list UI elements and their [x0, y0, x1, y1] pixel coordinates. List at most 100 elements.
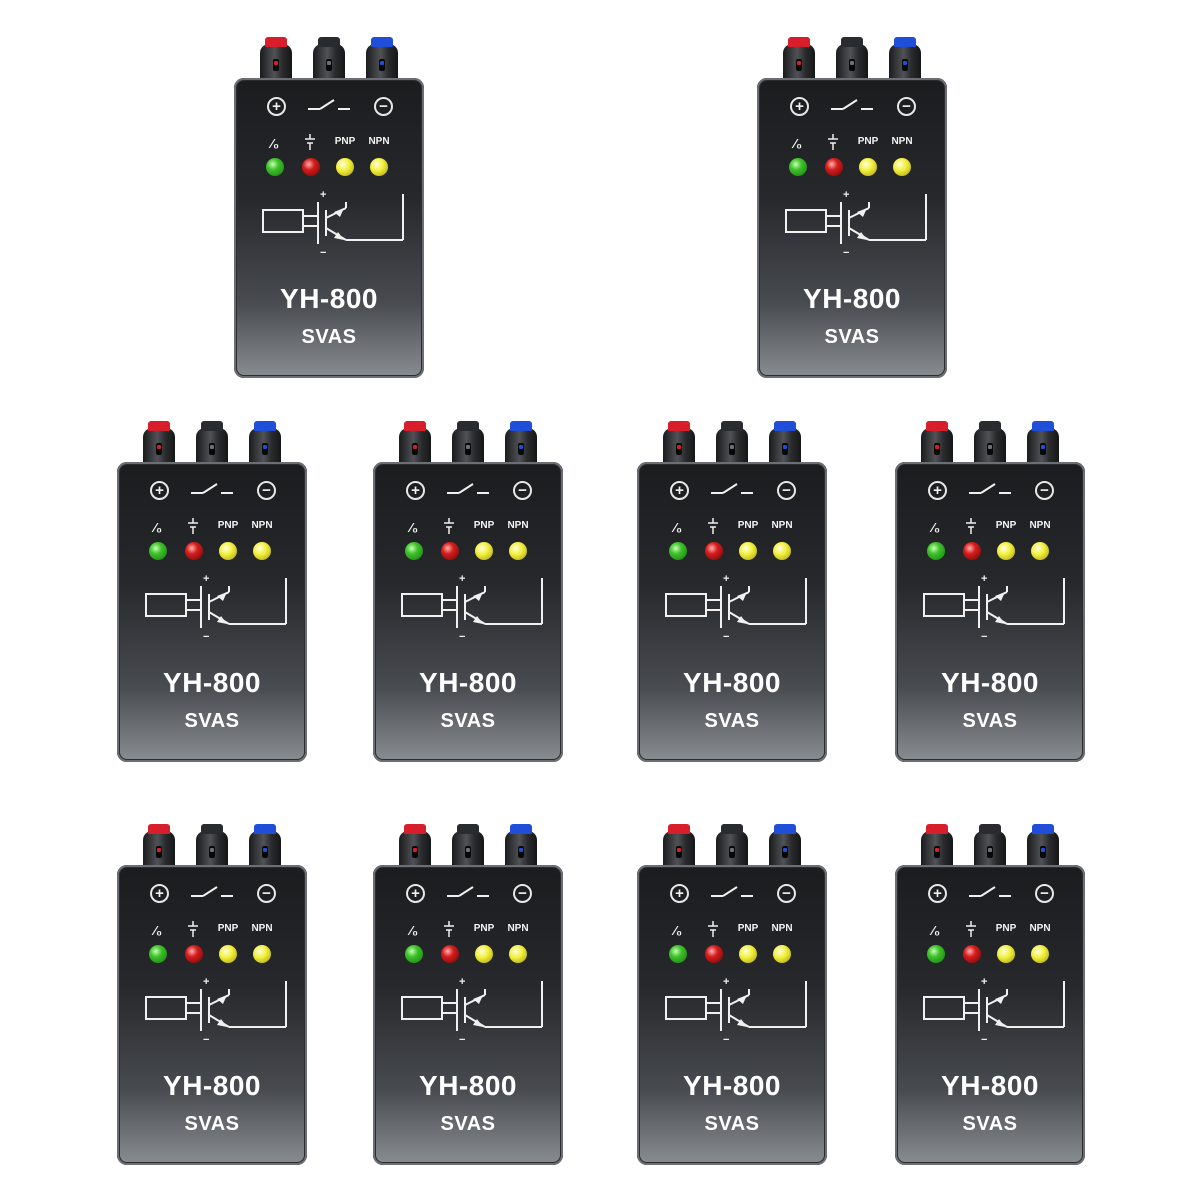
- plus-terminal-icon: +: [267, 97, 286, 116]
- transistor-circuit-icon: + −: [145, 573, 287, 642]
- brand-label: SVAS: [184, 710, 240, 732]
- battery-icon: [444, 921, 454, 937]
- model-label: YH-800: [803, 283, 901, 314]
- svg-text:+: +: [723, 976, 729, 988]
- device-body: + − ⁄₀ PNP NPN: [234, 78, 424, 378]
- svg-text:−: −: [459, 631, 465, 642]
- power-led: [705, 945, 723, 963]
- no-nc-led: [405, 542, 423, 560]
- device-body: + − ⁄₀ PNP NPN: [895, 865, 1085, 1165]
- model-label: YH-800: [419, 1070, 517, 1101]
- svg-text:+: +: [459, 573, 465, 585]
- switch-icon: [447, 483, 489, 494]
- plus-terminal-icon: +: [670, 481, 689, 500]
- minus-terminal-icon: −: [374, 97, 393, 116]
- npn-label: NPN: [251, 520, 273, 531]
- no-nc-led: [149, 542, 167, 560]
- npn-label: NPN: [771, 520, 793, 531]
- brand-label: SVAS: [440, 710, 496, 732]
- model-label: YH-800: [683, 1070, 781, 1101]
- svg-text:−: −: [203, 631, 209, 642]
- svg-text:−: −: [981, 1034, 987, 1045]
- switch-icon: [447, 886, 489, 897]
- no-nc-label: ⁄₀: [931, 923, 941, 938]
- device-body: + − ⁄₀ PNP NPN: [757, 78, 947, 378]
- npn-label: NPN: [1029, 923, 1051, 934]
- no-nc-led: [149, 945, 167, 963]
- device-body: + − ⁄₀ PNP NPN: [117, 462, 307, 762]
- power-led: [302, 158, 320, 176]
- svg-text:−: −: [843, 247, 849, 258]
- battery-icon: [966, 518, 976, 534]
- minus-terminal-icon: −: [257, 884, 276, 903]
- pnp-led: [475, 542, 493, 560]
- pnp-label: PNP: [995, 923, 1017, 934]
- model-label: YH-800: [280, 283, 378, 314]
- model-label: YH-800: [419, 667, 517, 698]
- pnp-label: PNP: [737, 923, 759, 934]
- pnp-led: [997, 542, 1015, 560]
- svg-text:−: −: [723, 631, 729, 642]
- svg-text:+: +: [723, 573, 729, 585]
- npn-label: NPN: [1029, 520, 1051, 531]
- sensor-tester-device: + − ⁄₀ PNP NPN: [895, 417, 1085, 762]
- plus-terminal-icon: +: [790, 97, 809, 116]
- no-nc-label: ⁄₀: [153, 923, 163, 938]
- pnp-label: PNP: [737, 520, 759, 531]
- switch-icon: [831, 99, 873, 110]
- model-label: YH-800: [941, 667, 1039, 698]
- minus-terminal-icon: −: [1035, 481, 1054, 500]
- pnp-label: PNP: [217, 923, 239, 934]
- model-label: YH-800: [163, 667, 261, 698]
- pnp-label: PNP: [473, 923, 495, 934]
- svg-text:+: +: [843, 189, 849, 201]
- switch-icon: [711, 483, 753, 494]
- svg-text:+: +: [203, 573, 209, 585]
- minus-terminal-icon: −: [513, 884, 532, 903]
- battery-icon: [708, 921, 718, 937]
- power-led: [441, 542, 459, 560]
- sensor-tester-device: + − ⁄₀ PNP NPN: [637, 820, 827, 1165]
- no-nc-led: [789, 158, 807, 176]
- no-nc-led: [927, 542, 945, 560]
- power-led: [705, 542, 723, 560]
- battery-icon: [305, 134, 315, 150]
- plus-terminal-icon: +: [406, 481, 425, 500]
- no-nc-label: ⁄₀: [673, 520, 683, 535]
- no-nc-led: [669, 542, 687, 560]
- svg-text:−: −: [320, 247, 326, 258]
- npn-led: [893, 158, 911, 176]
- battery-icon: [966, 921, 976, 937]
- transistor-circuit-icon: + −: [145, 976, 287, 1045]
- battery-icon: [444, 518, 454, 534]
- no-nc-label: ⁄₀: [270, 136, 280, 151]
- device-body: + − ⁄₀ PNP NPN: [117, 865, 307, 1165]
- brand-label: SVAS: [184, 1113, 240, 1135]
- sensor-tester-device: + − ⁄₀ PNP NPN: [373, 820, 563, 1165]
- no-nc-label: ⁄₀: [793, 136, 803, 151]
- sensor-tester-device: + − ⁄₀ PNP NPN: [895, 820, 1085, 1165]
- plus-terminal-icon: +: [928, 481, 947, 500]
- pnp-led: [739, 542, 757, 560]
- transistor-circuit-icon: + −: [665, 573, 807, 642]
- svg-text:+: +: [459, 976, 465, 988]
- npn-led: [773, 945, 791, 963]
- switch-icon: [308, 99, 350, 110]
- power-led: [825, 158, 843, 176]
- battery-icon: [828, 134, 838, 150]
- minus-terminal-icon: −: [257, 481, 276, 500]
- switch-icon: [969, 483, 1011, 494]
- npn-led: [773, 542, 791, 560]
- no-nc-label: ⁄₀: [409, 520, 419, 535]
- npn-led: [1031, 542, 1049, 560]
- brand-label: SVAS: [962, 1113, 1018, 1135]
- brand-label: SVAS: [301, 326, 357, 348]
- battery-icon: [188, 921, 198, 937]
- transistor-circuit-icon: + −: [262, 189, 404, 258]
- no-nc-label: ⁄₀: [409, 923, 419, 938]
- npn-label: NPN: [251, 923, 273, 934]
- device-body: + − ⁄₀ PNP NPN: [895, 462, 1085, 762]
- brand-label: SVAS: [704, 710, 760, 732]
- pnp-label: PNP: [217, 520, 239, 531]
- sensor-tester-device: + − ⁄₀ PNP NPN: [234, 33, 424, 378]
